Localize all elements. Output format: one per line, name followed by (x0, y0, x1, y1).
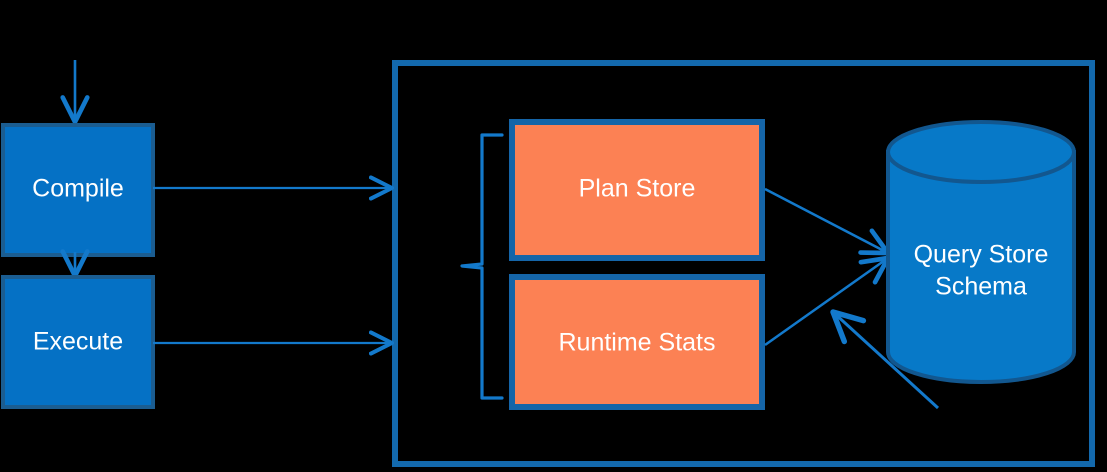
execute-node-label: Execute (33, 328, 123, 356)
cylinder-top-ellipse (886, 120, 1076, 184)
runtime-stats-to-schema-arrow (764, 255, 891, 347)
query-store-schema-cylinder[interactable] (886, 120, 1076, 384)
plan-store-node[interactable] (509, 119, 765, 261)
compile-node-label: Compile (32, 175, 124, 203)
store-group-brace (460, 133, 504, 400)
cylinder-label-line2: Schema (935, 273, 1027, 301)
runtime-stats-node-label: Runtime Stats (558, 329, 715, 357)
runtime-stats-node[interactable] (509, 274, 765, 410)
plan-store-to-schema-arrow (764, 187, 891, 256)
cylinder-body (886, 150, 1076, 384)
query-store-container (392, 60, 1095, 467)
external-to-schema-arrow (830, 309, 940, 410)
plan-store-node-label: Plan Store (579, 175, 696, 203)
cylinder-label-line1: Query Store (914, 241, 1049, 269)
compile-node[interactable] (1, 123, 155, 257)
